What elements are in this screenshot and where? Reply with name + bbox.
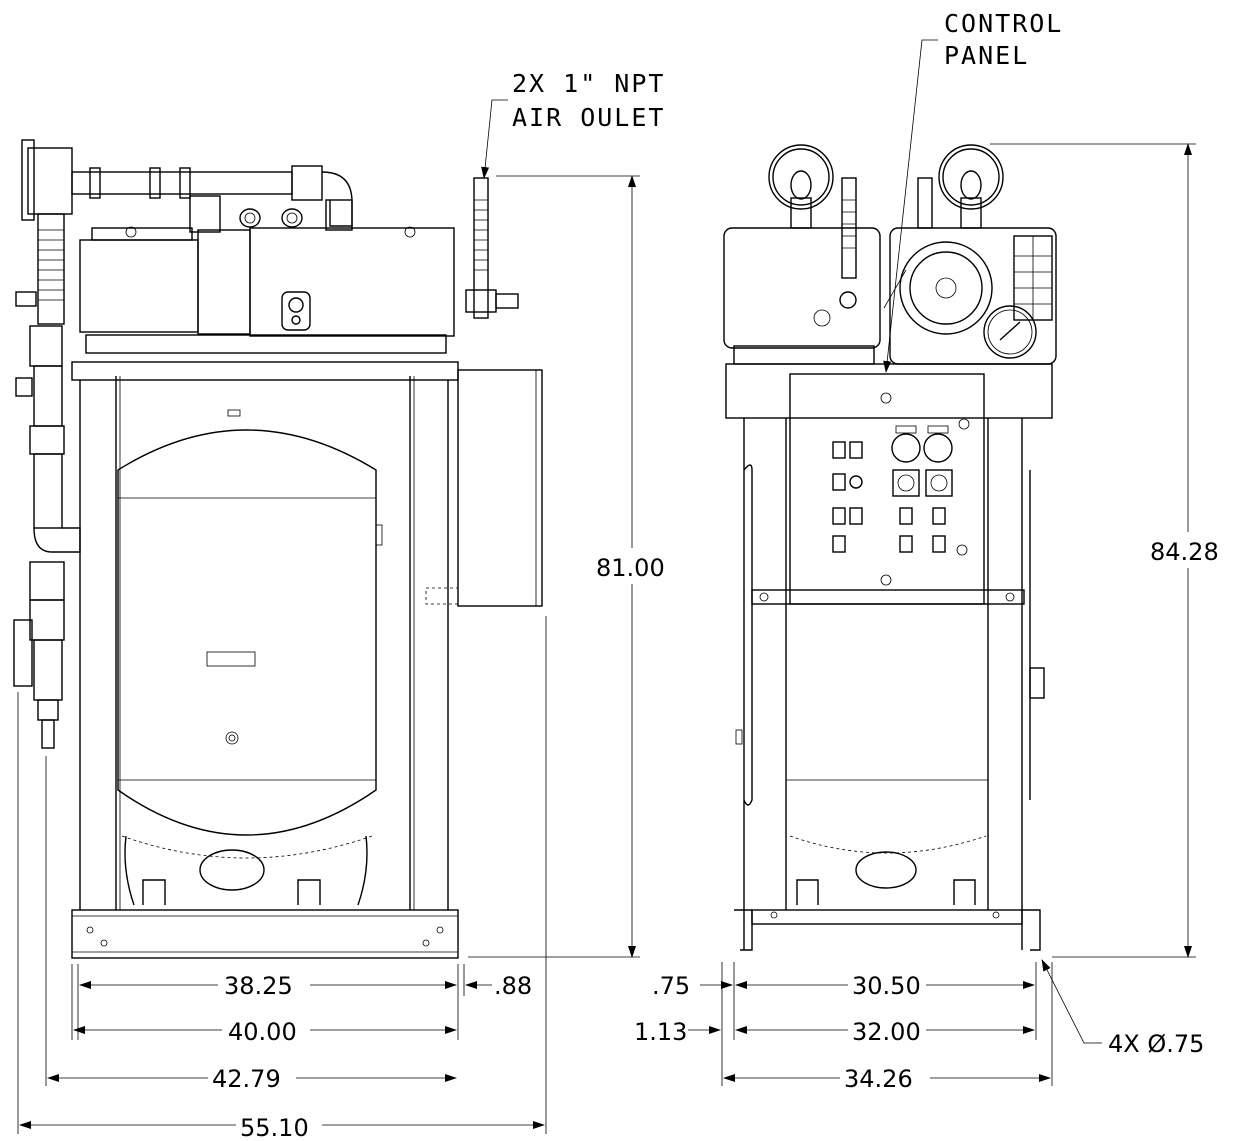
- dim-front-body-width: 42.79: [212, 1065, 281, 1093]
- dim-front-overall-width: 55.10: [240, 1114, 309, 1141]
- front-compressor: [15, 139, 519, 354]
- front-dimensions: [17, 175, 640, 1134]
- air-outlet-callout-line2: AIR OULET: [512, 103, 665, 132]
- front-top-frame: [71, 361, 459, 381]
- dim-side-frame-width: 32.00: [852, 1018, 921, 1046]
- control-panel-callout-line2: PANEL: [944, 41, 1029, 70]
- dim-side-offset-inner: .75: [652, 972, 690, 1000]
- dim-front-inner-width: 38.25: [224, 972, 293, 1000]
- dim-side-offset-outer: 1.13: [634, 1018, 687, 1046]
- dim-front-frame-width: 40.00: [228, 1018, 297, 1046]
- control-panel-callout-line1: CONTROL: [944, 9, 1063, 38]
- front-base-skid: [71, 909, 459, 959]
- front-view: [13, 139, 543, 959]
- dim-side-inner-width: 30.50: [852, 972, 921, 1000]
- dim-front-height: 81.00: [596, 554, 665, 582]
- air-outlet-callout-line1: 2X 1" NPT: [512, 69, 665, 98]
- side-control-panel: [789, 373, 985, 605]
- pressure-gauge: [983, 305, 1037, 359]
- front-control-box: [457, 369, 543, 607]
- side-compressor: [723, 144, 1057, 745]
- front-air-tank: [117, 409, 383, 906]
- side-view: [723, 144, 1057, 951]
- dim-side-overall-width: 34.26: [844, 1065, 913, 1093]
- front-left-piping: [13, 325, 81, 749]
- side-top-frame: [725, 363, 1053, 419]
- holes-callout: 4X Ø.75: [1108, 1030, 1204, 1058]
- callout-leaders: [481, 39, 938, 373]
- side-dimensions: [688, 143, 1196, 1086]
- dim-side-height: 84.28: [1150, 538, 1219, 566]
- dim-front-offset: .88: [494, 972, 532, 1000]
